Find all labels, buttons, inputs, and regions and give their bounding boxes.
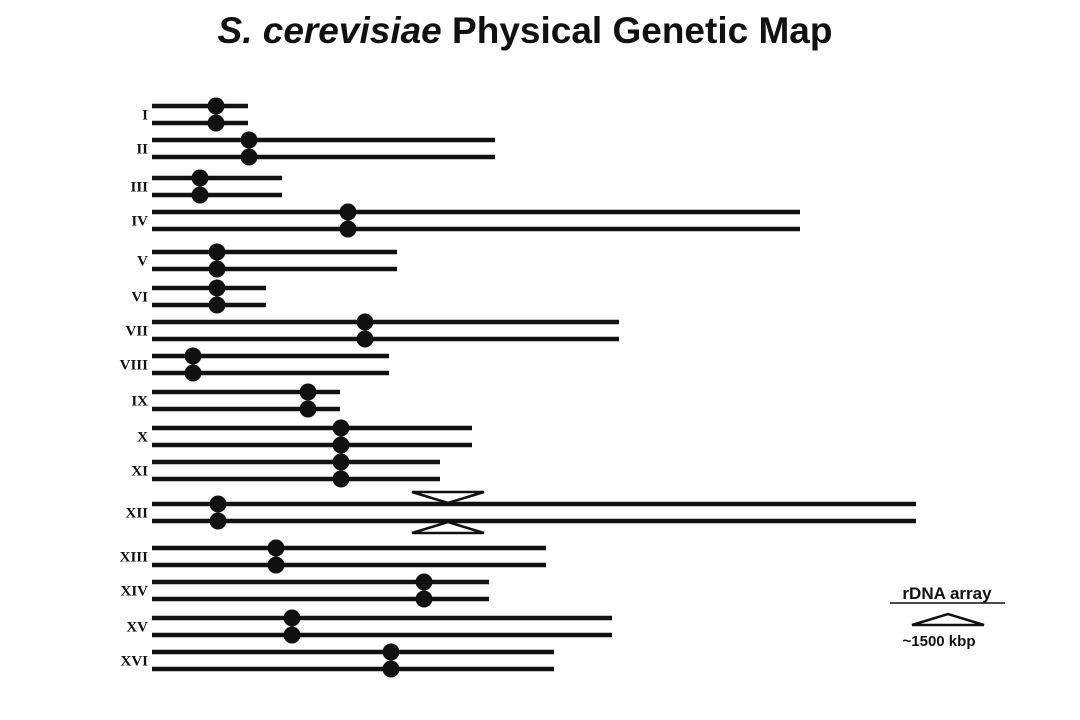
centromere-dot xyxy=(332,470,350,488)
rdna-array-marker-bottom xyxy=(411,520,485,535)
centromere-dot xyxy=(332,453,350,471)
centromere-dot xyxy=(339,220,357,238)
chromosome-label: I xyxy=(142,108,148,124)
chromosome-vii: VII xyxy=(125,313,619,348)
chromosome-xiii: XIII xyxy=(120,539,546,574)
chromosome-iv: IV xyxy=(131,203,800,238)
chromosome-label: VII xyxy=(125,324,148,340)
centromere-dot xyxy=(299,400,317,418)
chromosome-label: VI xyxy=(131,290,148,306)
chromosome-xvi: XVI xyxy=(120,643,554,678)
centromere-dot xyxy=(208,243,226,261)
centromere-dot xyxy=(356,313,374,331)
centromere-dot xyxy=(240,148,258,166)
chromosome-ix: IX xyxy=(131,383,340,418)
centromere-dot xyxy=(184,364,202,382)
chromosome-label: XIII xyxy=(120,550,149,566)
centromere-dot xyxy=(184,347,202,365)
centromere-dot xyxy=(283,626,301,644)
legend-title: rDNA array xyxy=(902,584,992,603)
centromere-dot xyxy=(415,573,433,591)
centromere-dot xyxy=(208,260,226,278)
chromosome-xi: XI xyxy=(131,453,440,488)
chromosome-v: V xyxy=(137,243,397,278)
title-rest: Physical Genetic Map xyxy=(441,10,833,51)
chromosome-label: XVI xyxy=(120,654,148,670)
centromere-dot xyxy=(267,539,285,557)
centromere-dot xyxy=(240,131,258,149)
chromosome-label: IV xyxy=(131,214,148,230)
centromere-dot xyxy=(207,114,225,132)
chromosome-label: XIV xyxy=(120,584,148,600)
chromosome-label: II xyxy=(136,142,148,158)
chromosome-xiv: XIV xyxy=(120,573,489,608)
chromosome-xii: XII xyxy=(125,490,916,535)
centromere-dot xyxy=(207,97,225,115)
chromosome-vi: VI xyxy=(131,279,266,314)
title-species: S. cerevisiae xyxy=(217,10,442,51)
rdna-legend: rDNA array ~1500 kbp xyxy=(890,584,1005,650)
rdna-array-marker-top xyxy=(411,490,485,505)
rdna-array-icon xyxy=(911,612,985,627)
page-title: S. cerevisiae Physical Genetic Map xyxy=(0,10,1050,52)
chromosome-x: X xyxy=(137,419,472,454)
centromere-dot xyxy=(191,169,209,187)
chromosome-label: XII xyxy=(125,506,148,522)
centromere-dot xyxy=(209,512,227,530)
centromere-dot xyxy=(339,203,357,221)
legend-size: ~1500 kbp xyxy=(903,633,976,650)
chromosome-label: III xyxy=(130,180,148,196)
centromere-dot xyxy=(208,279,226,297)
centromere-dot xyxy=(267,556,285,574)
centromere-dot xyxy=(191,186,209,204)
chromosome-label: X xyxy=(137,430,148,446)
chromosome-xv: XV xyxy=(126,609,612,644)
chromosome-i: I xyxy=(142,97,248,132)
centromere-dot xyxy=(283,609,301,627)
centromere-dot xyxy=(332,419,350,437)
centromere-dot xyxy=(356,330,374,348)
centromere-dot xyxy=(299,383,317,401)
chromosome-label: XV xyxy=(126,620,148,636)
centromere-dot xyxy=(382,643,400,661)
chromosome-viii: VIII xyxy=(120,347,389,382)
centromere-dot xyxy=(382,660,400,678)
chromosome-label: V xyxy=(137,254,148,270)
centromere-dot xyxy=(415,590,433,608)
centromere-dot xyxy=(332,436,350,454)
chromosome-label: IX xyxy=(131,394,148,410)
chromosome-label: XI xyxy=(131,464,148,480)
chromosome-ii: II xyxy=(136,131,495,166)
centromere-dot xyxy=(208,296,226,314)
chromosome-iii: III xyxy=(130,169,282,204)
chromosome-label: VIII xyxy=(120,358,149,374)
centromere-dot xyxy=(209,495,227,513)
